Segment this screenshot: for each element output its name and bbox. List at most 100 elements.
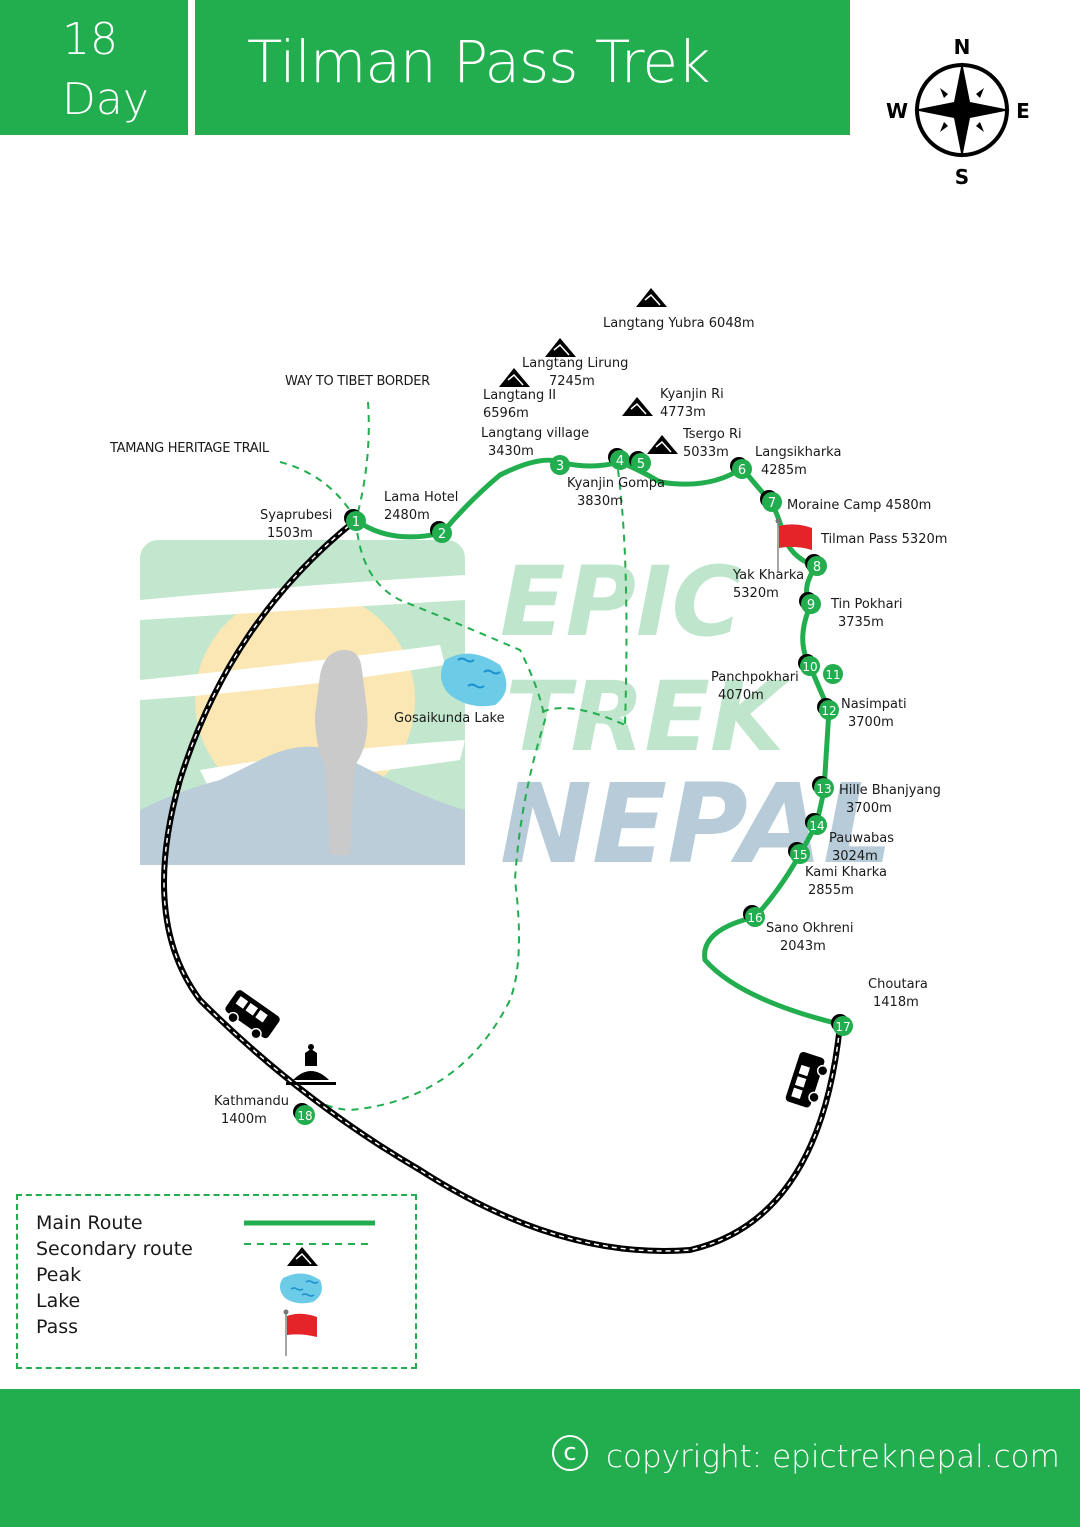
day-marker-circle <box>550 455 570 475</box>
day-marker-11: 11 <box>823 664 843 684</box>
stop-name: Sano Okhreni <box>766 921 854 936</box>
day-marker-circle <box>819 700 839 720</box>
legend-lake-icon <box>279 1273 322 1304</box>
stop-label: Moraine Camp 4580m <box>787 498 932 513</box>
compass-rose-icon: N S W E <box>886 35 1030 189</box>
footer-banner: c copyright: epictreknepal.com <box>0 1389 1080 1527</box>
peak-label: Langtang Yubra 6048m <box>603 316 755 331</box>
legend-label-main-route: Main Route <box>36 1212 143 1234</box>
stop-name: Langtang village <box>481 426 590 441</box>
day-marker-15: 15 <box>788 842 810 864</box>
day-marker-number: 16 <box>747 911 762 925</box>
legend-label-pass: Pass <box>36 1316 79 1338</box>
stop-elevation: 1418m <box>873 995 919 1010</box>
stop-elevation: 3700m <box>846 801 892 816</box>
stop-label: Tin Pokhari 3735m <box>831 596 903 632</box>
stop-label: Kathmandu 1400m <box>214 1093 289 1129</box>
day-marker-circle <box>295 1105 315 1125</box>
stupa-icon <box>286 1044 336 1085</box>
day-marker-8: 8 <box>805 554 827 576</box>
watermark-logo <box>140 540 465 865</box>
stop-elevation: 1503m <box>267 526 313 541</box>
day-marker-9: 9 <box>799 592 821 614</box>
stop-name: Tin Pokhari <box>831 597 903 612</box>
stop-name: Pauwabas <box>829 831 895 846</box>
stop-name: Lama Hotel <box>384 490 459 505</box>
title-banner: Tilman Pass Trek <box>195 0 850 135</box>
mountain-icon <box>499 368 530 387</box>
stop-elevation: 2043m <box>780 939 826 954</box>
stop-elevation: 1400m <box>221 1112 267 1127</box>
day-marker-number: 1 <box>352 515 360 530</box>
day-marker-number: 13 <box>816 782 831 796</box>
day-marker-circle <box>610 450 630 470</box>
day-marker-3: 3 <box>550 455 570 475</box>
day-marker-circle <box>790 844 810 864</box>
stop-name: Kami Kharka <box>805 865 888 880</box>
mountain-icon <box>636 288 667 307</box>
day-marker-number: 11 <box>825 668 840 682</box>
legend-label-secondary-route: Secondary route <box>36 1238 193 1260</box>
day-marker-circle <box>745 907 765 927</box>
day-marker-circle <box>823 664 843 684</box>
stop-elevation: 3830m <box>577 494 623 509</box>
peak-elevation: 6596m <box>483 406 529 421</box>
peak-name: Langtang II <box>483 388 557 403</box>
legend-symbols <box>244 1220 375 1356</box>
day-marker-number: 18 <box>297 1109 312 1123</box>
peak-name: Langtang Lirung <box>522 356 629 371</box>
day-marker-number: 8 <box>813 560 821 575</box>
day-marker-7: 7 <box>760 490 782 512</box>
day-marker-number: 14 <box>809 819 824 833</box>
day-marker-number: 5 <box>637 457 645 472</box>
day-marker-number: 3 <box>556 459 564 474</box>
stop-elevation: 5320m <box>733 586 779 601</box>
day-marker-18: 18 <box>293 1103 315 1125</box>
copyright-icon: c <box>552 1435 588 1471</box>
secondary-routes <box>279 401 628 1112</box>
compass-south-label: S <box>955 165 969 189</box>
day-marker-14: 14 <box>805 813 827 835</box>
day-marker-number: 9 <box>807 598 815 613</box>
day-marker-circle <box>800 656 820 676</box>
day-marker-circle <box>432 523 452 543</box>
copyright-text: copyright: epictreknepal.com <box>606 1439 1060 1475</box>
day-marker-circle <box>801 594 821 614</box>
stop-name: Kathmandu <box>214 1094 289 1109</box>
day-marker-number: 17 <box>835 1020 850 1034</box>
day-marker-12: 12 <box>817 698 839 720</box>
watermark-trek: TREK <box>505 661 791 773</box>
day-marker-circle <box>762 492 782 512</box>
secondary-route-link <box>541 707 626 726</box>
stop-elevation: 3735m <box>838 615 884 630</box>
day-marker-circle <box>631 453 651 473</box>
day-marker-16: 16 <box>743 905 765 927</box>
peak-elevation: 5033m <box>683 445 729 460</box>
day-marker-1: 1 <box>344 509 366 531</box>
compass-west-label: W <box>886 99 908 123</box>
stop-elevation: 4285m <box>761 463 807 478</box>
compass-east-label: E <box>1016 99 1030 123</box>
label-tibet-border: WAY TO TIBET BORDER <box>285 374 430 389</box>
legend-label-lake: Lake <box>36 1290 81 1312</box>
compass-north-label: N <box>954 35 971 59</box>
peak-name: Kyanjin Ri <box>660 387 724 402</box>
day-marker-number: 10 <box>802 660 817 674</box>
legend-mountain-icon <box>287 1247 318 1266</box>
legend-red-flag-icon <box>283 1309 317 1356</box>
day-marker-number: 12 <box>821 704 836 718</box>
day-marker-4: 4 <box>608 448 630 470</box>
day-marker-10: 10 <box>798 654 820 676</box>
mountain-icon <box>622 397 653 416</box>
